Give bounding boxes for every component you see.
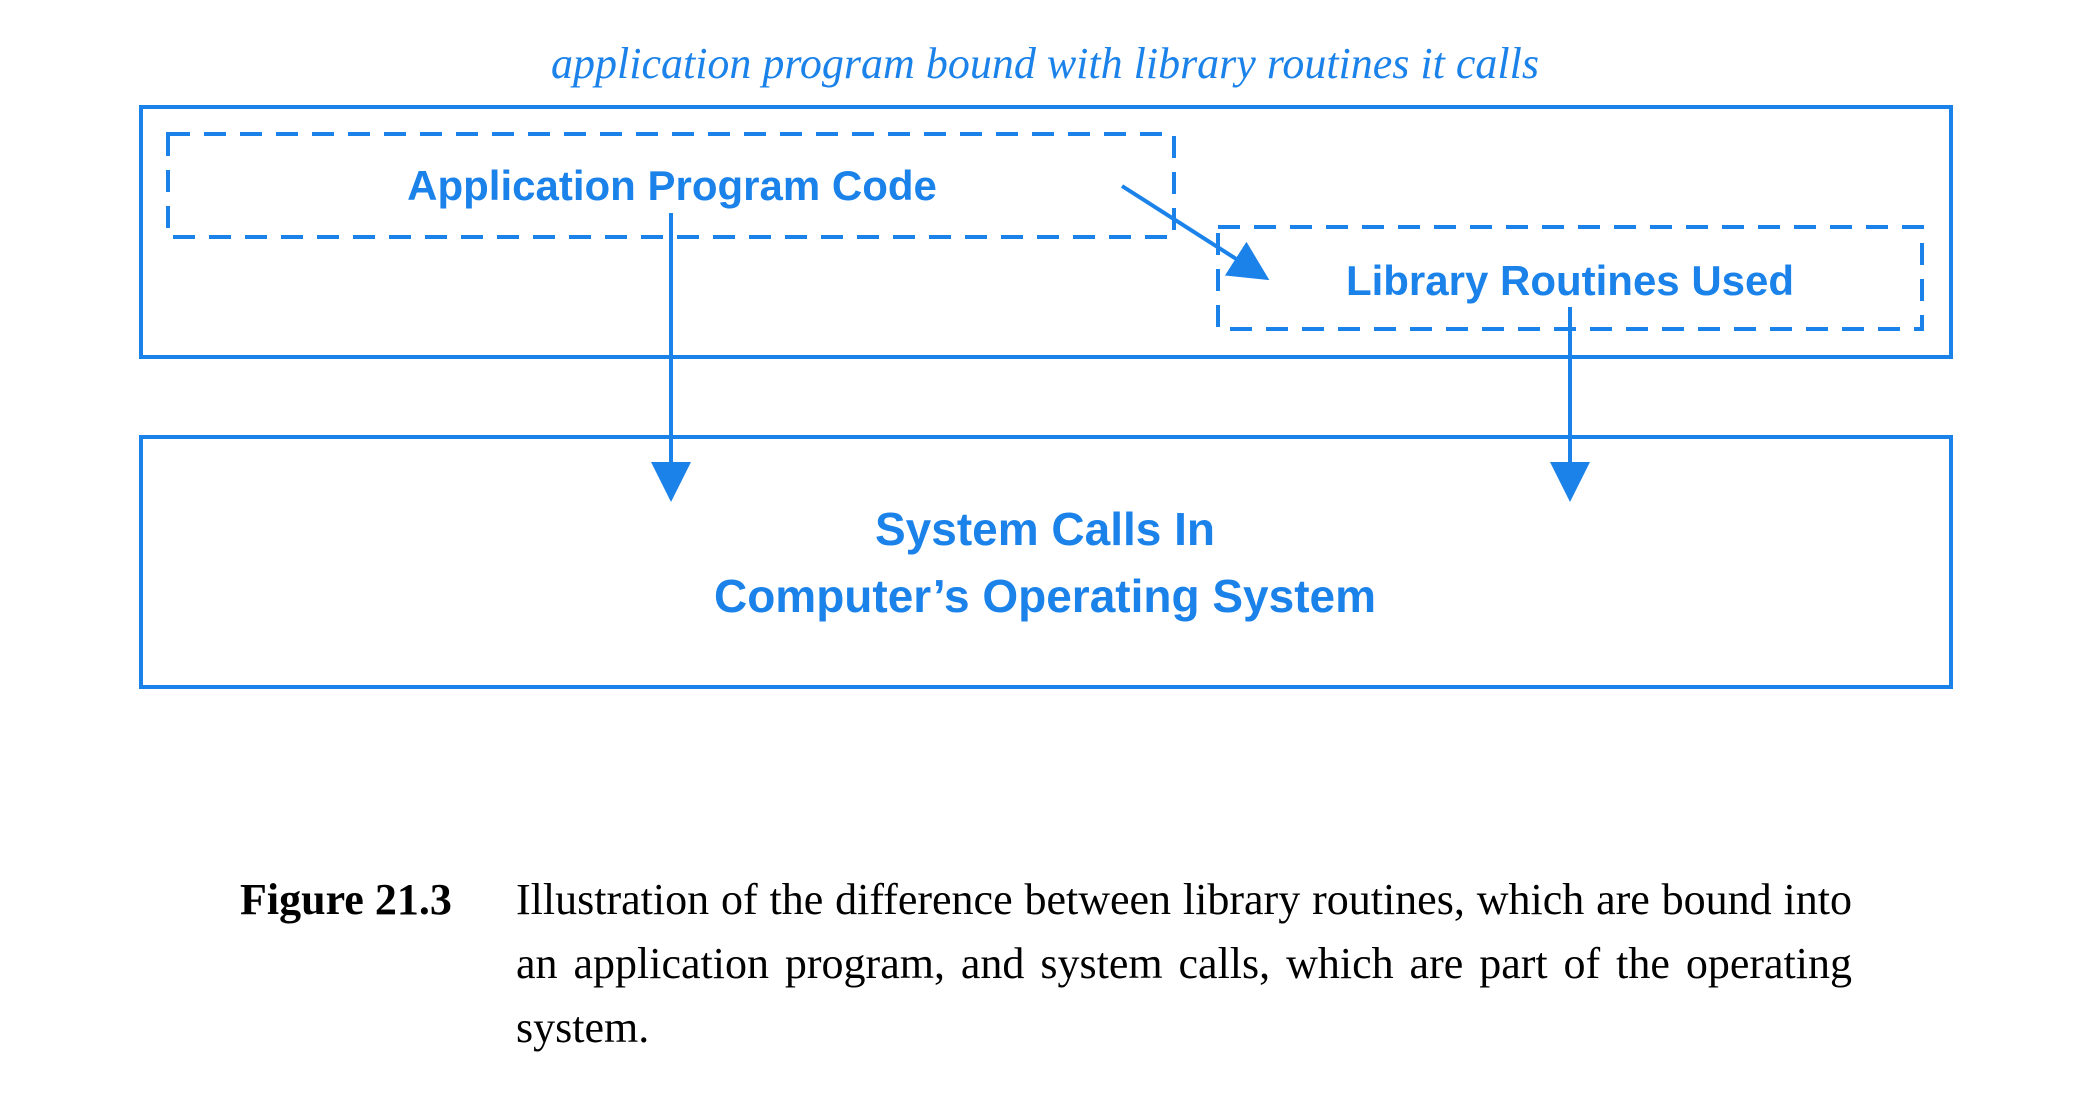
application-code-box: [166, 132, 1176, 239]
caption-text: Illustration of the difference between l…: [516, 875, 1852, 1052]
figure-number: Figure 21.3: [240, 875, 452, 924]
outer-box-label: application program bound with library r…: [551, 39, 1539, 88]
application-bound-box: [139, 105, 1953, 359]
os-label-line1: System Calls In: [875, 503, 1215, 555]
figure-caption: Figure 21.3 Illustration of the differen…: [240, 868, 1852, 1060]
app-to-library-arrow: [1120, 184, 1270, 281]
operating-system-box: [139, 435, 1953, 689]
library-routines-label: Library Routines Used: [1346, 257, 1794, 304]
application-code-label: Application Program Code: [407, 162, 937, 209]
os-label-line2: Computer’s Operating System: [714, 570, 1376, 622]
library-vs-syscall-diagram: application program bound with library r…: [139, 39, 1953, 689]
